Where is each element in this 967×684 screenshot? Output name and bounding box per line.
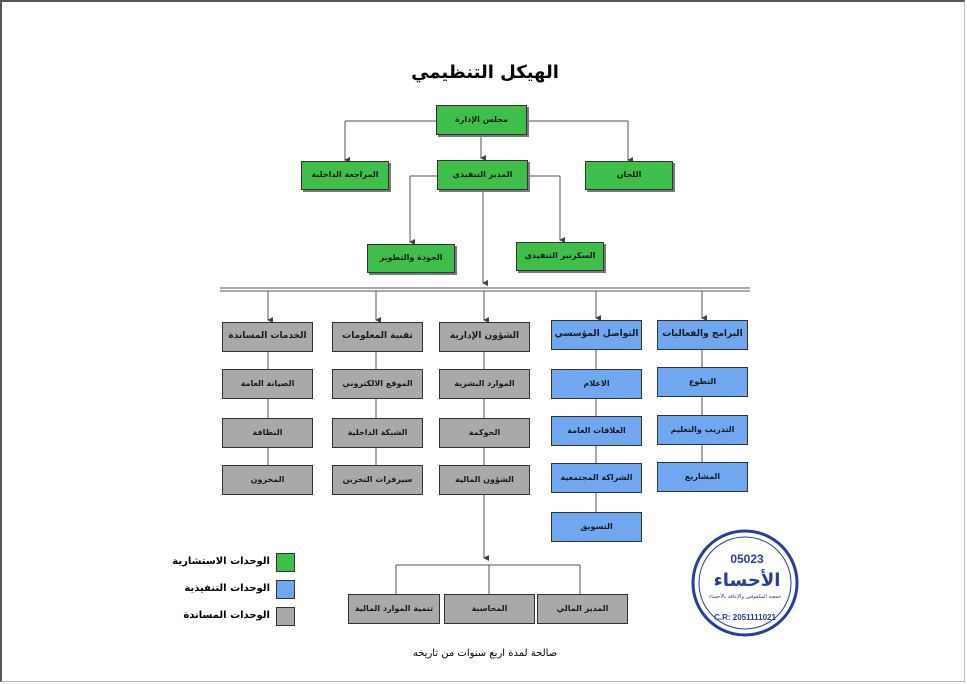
node-projects: المشاريع [657,462,748,492]
legend-swatch-support [276,607,295,626]
node-ceo: المدير التنفيذي [437,160,528,190]
legend-label-advisory: الوحدات الاستشارية [172,556,270,567]
node-financial-affairs: الشؤون المالية [439,465,530,495]
legend-swatch-advisory [276,553,295,572]
node-cleaning: النظافة [222,418,313,448]
node-public-relations: العلاقات العامة [551,416,642,446]
node-storage-servers: سيرفرات التخزين [332,465,423,495]
node-quality: الجودة والتطوير [367,244,455,273]
organization-stamp: 05023 الأحساء جمعية المكفوفين والإعاقة ب… [691,529,799,637]
node-committees: اللجان [585,161,673,190]
node-marketing: التسويق [551,512,642,542]
node-support-services: الخدمات المساندة [222,322,313,352]
stamp-subtitle: جمعية المكفوفين والإعاقة بالأحساء [709,593,781,600]
node-volunteering: التطوع [657,367,748,397]
node-website: الموقع الالكتروني [332,369,423,399]
node-financial-manager: المدير المالي [537,594,628,624]
legend-label-executive: الوحدات التنفيذية [184,583,270,594]
node-internal-network: الشبكة الداخلية [332,418,423,448]
node-inventory: المخزون [222,465,313,495]
legend-swatch-executive [276,580,295,599]
node-corporate-comms: التواصل المؤسسي [551,320,642,350]
node-it: تقنية المعلومات [332,322,423,352]
stamp-number: 05023 [730,552,764,566]
validity-note: صالحة لمدة اربع سنوات من تاريخه [412,648,558,659]
node-exec-secretary: السكرتير التنفيذي [516,242,604,271]
node-hr: الموارد البشرية [439,369,530,399]
node-board: مجلس الإدارة [436,105,527,135]
node-community-partnership: الشراكة المجتمعية [551,463,642,493]
node-admin-affairs: الشؤون الإدارية [439,322,530,352]
node-programs-events: البرامج والفعاليات [657,320,748,350]
node-training-education: التدريب والتعليم [657,415,748,445]
node-internal-audit: المراجعة الداخلية [301,161,389,190]
chart-title: الهيكل التنظيمي [411,62,559,83]
node-general-maintenance: الصيانة العامة [222,369,313,399]
stamp-cr: C.R: 2051111021 [714,613,776,622]
node-governance: الحوكمة [439,418,530,448]
node-resource-development: تنمية الموارد المالية [348,594,440,624]
node-accounting: المحاسبة [444,594,535,624]
node-media: الاعلام [551,369,642,399]
legend-label-support: الوحدات المساندة [183,610,270,621]
stamp-name: الأحساء [714,569,781,591]
